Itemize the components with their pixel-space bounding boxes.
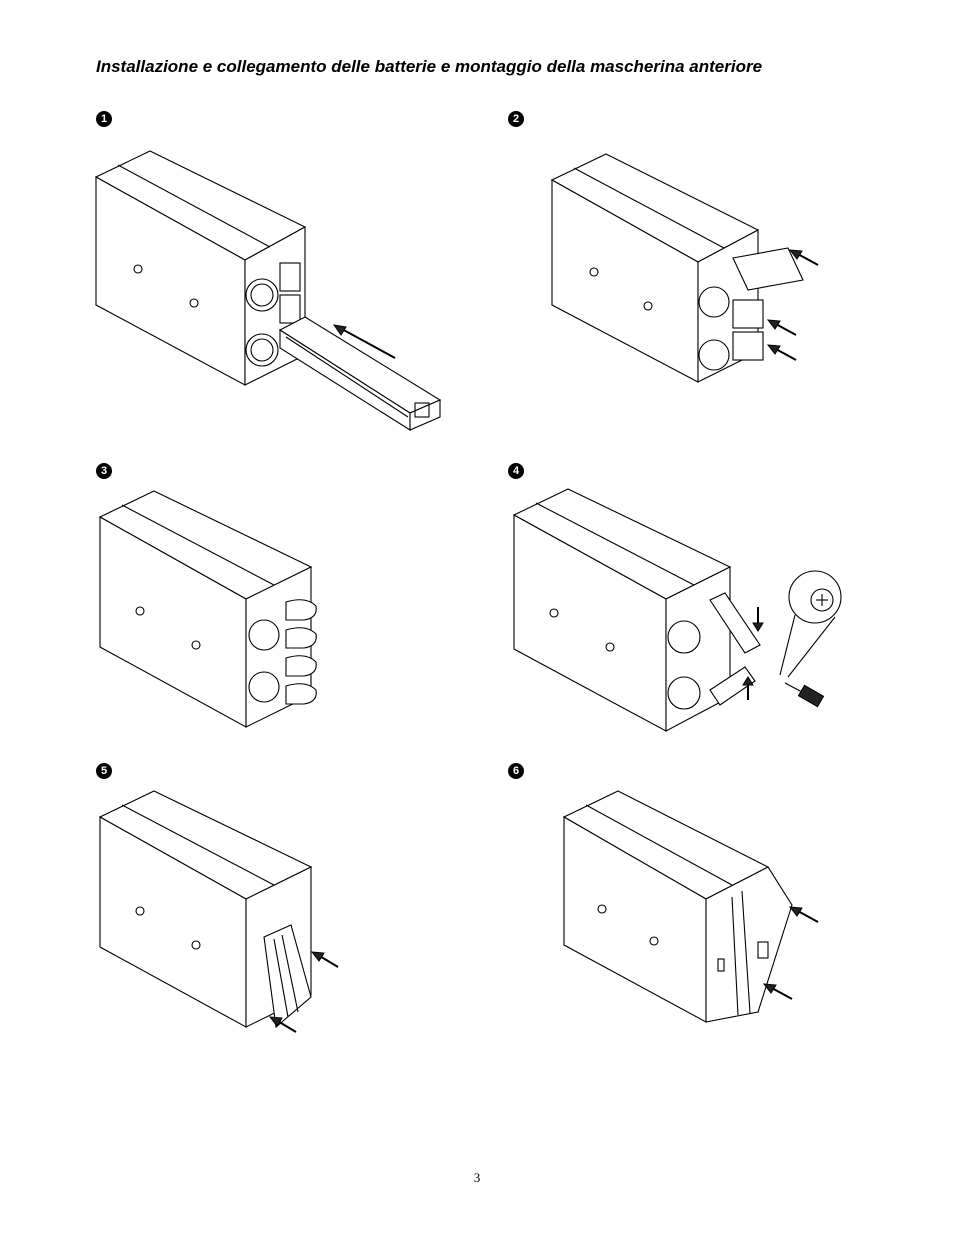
insert-arrow — [332, 324, 396, 359]
push-arrows — [762, 906, 819, 1000]
screw-detail — [779, 570, 842, 678]
ups-unit — [512, 488, 732, 732]
step-1-marker: 1 — [96, 111, 112, 127]
bracket — [709, 592, 761, 706]
battery-module — [278, 316, 442, 431]
page-number: 3 — [473, 1170, 481, 1185]
front-bezel — [263, 924, 312, 1029]
step-6-marker: 6 — [508, 763, 524, 779]
figure-step-4 — [510, 485, 850, 735]
ups-unit — [94, 150, 307, 386]
step-5-marker: 5 — [96, 763, 112, 779]
figure-step-3 — [96, 487, 326, 732]
front-bezel — [705, 866, 793, 1023]
ups-unit — [550, 153, 760, 383]
battery-modules — [732, 247, 804, 361]
insert-arrows — [766, 249, 819, 361]
screwdriver-icon — [784, 682, 825, 708]
step-4-marker: 4 — [508, 463, 524, 479]
page-title: Installazione e collegamento delle batte… — [96, 57, 763, 76]
figure-step-1 — [90, 145, 450, 435]
step-2-marker: 2 — [508, 111, 524, 127]
figure-step-6 — [560, 787, 820, 1032]
hand-icons — [285, 599, 317, 705]
step-3-marker: 3 — [96, 463, 112, 479]
figure-step-2 — [548, 150, 819, 390]
ups-unit — [98, 490, 313, 728]
direction-arrows — [742, 607, 764, 700]
push-arrows — [268, 951, 339, 1033]
figure-step-5 — [96, 787, 356, 1033]
